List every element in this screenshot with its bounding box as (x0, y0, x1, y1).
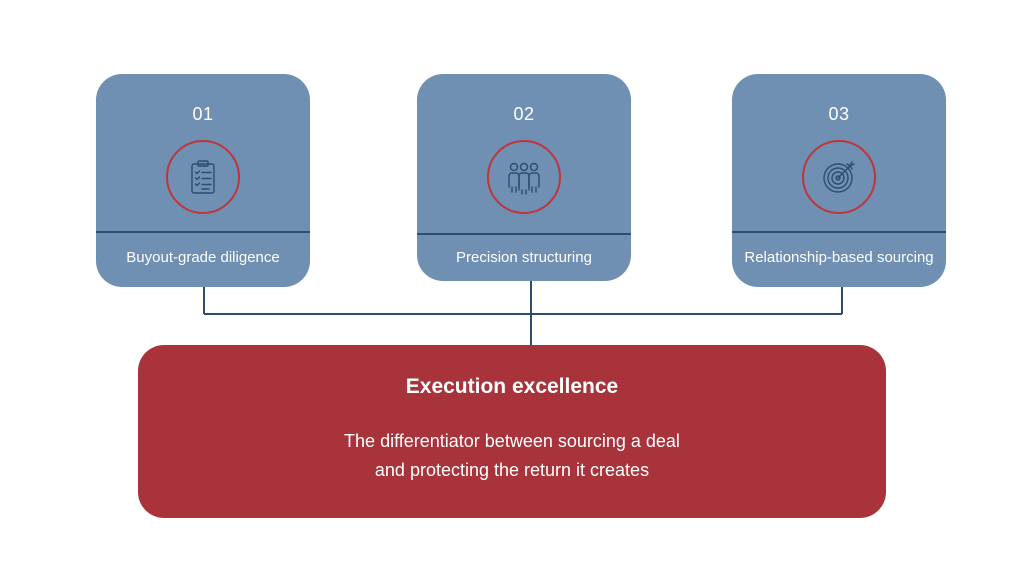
card-number: 01 (192, 104, 214, 124)
card-label: Precision structuring (456, 249, 592, 266)
execution-excellence-box: Execution excellence The differentiator … (138, 345, 886, 518)
card-label: Relationship-based sourcing (744, 249, 934, 266)
card-divider (732, 231, 946, 233)
card-label: Buyout-grade diligence (126, 249, 280, 266)
clipboard-checklist-icon (191, 160, 215, 194)
card-relationship-sourcing: 03 Relationship-based sourcing (732, 74, 946, 287)
icon-ring (487, 140, 561, 214)
main-description: The differentiator between sourcing a de… (138, 427, 886, 485)
card-buyout-diligence: 01 Buyout-grade diligence (96, 74, 310, 287)
card-number: 03 (828, 104, 850, 124)
card-number: 02 (513, 104, 535, 124)
card-precision-structuring: 02 Precision structuring (417, 74, 631, 281)
main-description-line-1: The differentiator between sourcing a de… (344, 431, 680, 451)
team-people-icon (508, 162, 540, 195)
icon-ring (166, 140, 240, 214)
card-divider (417, 233, 631, 235)
main-description-line-2: and protecting the return it creates (374, 460, 650, 480)
main-title: Execution excellence (405, 375, 619, 398)
target-arrow-icon (823, 161, 855, 193)
card-divider (96, 231, 310, 233)
icon-ring (802, 140, 876, 214)
